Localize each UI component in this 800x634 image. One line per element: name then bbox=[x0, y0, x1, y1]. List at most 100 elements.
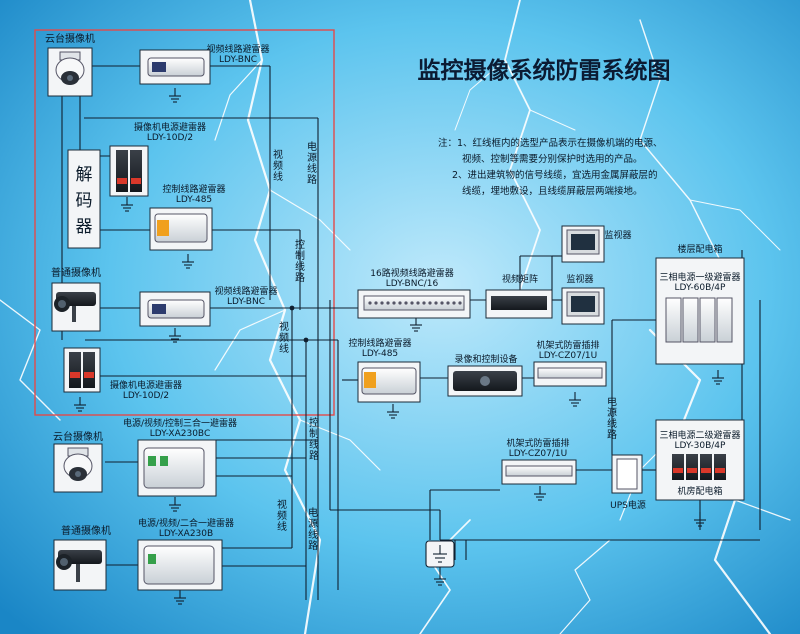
decoder-char-2: 码 bbox=[76, 191, 93, 211]
wire-label-video-2: 视频线 bbox=[279, 320, 289, 355]
power-arrester-2-name: 三相电源二级避雷器 bbox=[659, 429, 740, 441]
ground-icon bbox=[169, 88, 181, 103]
ptz-camera-1: 云台摄像机 bbox=[45, 32, 95, 97]
building-box-label: 楼层配电箱 bbox=[677, 243, 722, 255]
monitor-2-label: 监视器 bbox=[566, 273, 593, 285]
cam-power-arrester-2-model: LDY-10D/2 bbox=[123, 391, 169, 401]
decoder-char-1: 解 bbox=[76, 165, 93, 185]
combo2-arrester-model: LDY-XA230B bbox=[159, 529, 213, 539]
control-arrester-1: 控制线路避雷器 LDY-485 bbox=[149, 183, 226, 251]
wire-label-video-3: 视频线 bbox=[277, 498, 287, 533]
ground-icon bbox=[534, 486, 546, 501]
note-line-2: 视频、控制等需要分别保护时选用的产品。 bbox=[462, 153, 643, 165]
ground-icon bbox=[169, 497, 181, 512]
note-line-4: 线缆，埋地敷设，且线缆屏蔽层两端接地。 bbox=[462, 185, 643, 197]
control-arrester-1-model: LDY-485 bbox=[176, 195, 212, 205]
power-arrester-1 bbox=[665, 297, 733, 343]
ground-icon bbox=[169, 328, 181, 343]
video16-arrester-model: LDY-BNC/16 bbox=[386, 279, 439, 289]
wires bbox=[61, 65, 761, 600]
video-arrester-1: 视频线路避雷器 LDY-BNC bbox=[139, 43, 270, 85]
ptz-dome-camera-icon bbox=[55, 51, 85, 85]
monitor-1-label: 监视器 bbox=[604, 229, 631, 241]
room-box-label: 机房配电箱 bbox=[677, 485, 722, 497]
video16-arrester: 16路视频线路避雷器 LDY-BNC/16 bbox=[357, 267, 471, 319]
control-arrester-2-name: 控制线路避雷器 bbox=[348, 337, 411, 349]
wire-label-power-2: 电源线路 bbox=[308, 506, 318, 552]
building-box: 楼层配电箱 三相电源一级避雷器 LDY-60B/4P bbox=[655, 243, 745, 365]
ground-symbols bbox=[74, 88, 724, 605]
room-box: 三相电源二级避雷器 LDY-30B/4P 机房配电箱 bbox=[655, 419, 745, 501]
rack-strip-2: 机架式防雷插排 LDY-CZ07/1U bbox=[501, 437, 577, 485]
ptz-camera-2: 云台摄像机 bbox=[53, 430, 103, 493]
video-arrester-1-model: LDY-BNC bbox=[219, 55, 257, 65]
bullet-camera-icon bbox=[54, 292, 96, 322]
cam-power-arrester-1-name: 摄像机电源避雷器 bbox=[134, 121, 206, 133]
diagram-title: 监控摄像系统防雷系统图 bbox=[418, 57, 671, 84]
rack-strip-1: 机架式防雷插排 LDY-CZ07/1U bbox=[533, 339, 607, 387]
cam-power-arrester-1: 摄像机电源避雷器 LDY-10D/2 bbox=[109, 121, 206, 197]
wire-label-video-1: 视频线 bbox=[273, 148, 283, 183]
decoder: 解 码 器 bbox=[67, 149, 101, 249]
main-ground-terminal bbox=[425, 540, 455, 586]
ground-icon bbox=[121, 197, 133, 212]
power-arrester-1-name: 三相电源一级避雷器 bbox=[659, 271, 740, 283]
control-arrester-2-model: LDY-485 bbox=[362, 349, 398, 359]
wire-label-control-1: 控制线路 bbox=[295, 238, 305, 284]
ground-icon bbox=[387, 404, 399, 419]
video-arrester-2: 视频线路避雷器 LDY-BNC bbox=[139, 285, 278, 327]
video16-arrester-name: 16路视频线路避雷器 bbox=[370, 267, 453, 279]
ups-label: UPS电源 bbox=[610, 499, 646, 511]
video-matrix: 视频矩阵 bbox=[485, 273, 553, 319]
power-arrester-1-model: LDY-60B/4P bbox=[675, 283, 727, 293]
decoder-char-3: 器 bbox=[76, 217, 93, 237]
ground-icon bbox=[712, 370, 724, 385]
ground-icon bbox=[694, 512, 706, 527]
rack-strip-1-model: LDY-CZ07/1U bbox=[539, 351, 597, 361]
control-arrester-2: 控制线路避雷器 LDY-485 bbox=[348, 337, 421, 403]
ptz-dome-camera-icon bbox=[63, 447, 93, 481]
note-line-3: 2、进出建筑物的信号线缆，宜选用金属屏蔽层的 bbox=[452, 169, 658, 181]
normal-camera-2-label: 普通摄像机 bbox=[61, 524, 111, 537]
cam-power-arrester-1-model: LDY-10D/2 bbox=[147, 133, 193, 143]
monitor-1: 监视器 bbox=[561, 225, 632, 263]
bullet-camera-icon bbox=[56, 550, 102, 582]
video-arrester-1-name: 视频线路避雷器 bbox=[206, 43, 269, 55]
cam-power-arrester-2: 摄像机电源避雷器 LDY-10D/2 bbox=[63, 347, 182, 401]
control-arrester-1-name: 控制线路避雷器 bbox=[162, 183, 225, 195]
rack-strip-1-name: 机架式防雷插排 bbox=[536, 339, 599, 351]
video-arrester-2-name: 视频线路避雷器 bbox=[214, 285, 277, 297]
power-arrester-2-model: LDY-30B/4P bbox=[675, 441, 727, 451]
ptz-camera-2-label: 云台摄像机 bbox=[53, 430, 103, 443]
recorder-label: 录像和控制设备 bbox=[454, 353, 517, 365]
wire-label-power-3: 电源线路 bbox=[607, 395, 617, 441]
combo3-arrester-name: 电源/视频/控制三合一避雷器 bbox=[123, 417, 237, 429]
ground-icon bbox=[174, 590, 186, 605]
combo3-arrester-model: LDY-XA230BC bbox=[150, 429, 210, 439]
video-matrix-label: 视频矩阵 bbox=[502, 273, 538, 285]
wire-label-control-2: 控制线路 bbox=[309, 416, 319, 462]
normal-camera-2: 普通摄像机 bbox=[53, 524, 111, 591]
video-arrester-2-model: LDY-BNC bbox=[227, 297, 265, 307]
ptz-camera-1-label: 云台摄像机 bbox=[45, 32, 95, 45]
note-line-1: 注：1、红线框内的选型产品表示在摄像机端的电源、 bbox=[438, 137, 663, 149]
normal-camera-1: 普通摄像机 bbox=[51, 266, 101, 332]
ground-icon bbox=[182, 254, 194, 269]
combo2-arrester-name: 电源/视频/二合一避雷器 bbox=[138, 517, 234, 529]
combo2-arrester: 电源/视频/二合一避雷器 LDY-XA230B bbox=[137, 517, 234, 591]
rack-strip-2-model: LDY-CZ07/1U bbox=[509, 449, 567, 459]
normal-camera-1-label: 普通摄像机 bbox=[51, 266, 101, 279]
recorder: 录像和控制设备 bbox=[447, 353, 523, 397]
monitor-2: 监视器 bbox=[561, 273, 605, 325]
ups: UPS电源 bbox=[610, 454, 646, 511]
red-selection-frame bbox=[34, 29, 335, 416]
power-arrester-2 bbox=[672, 454, 726, 480]
combo3-arrester: 电源/视频/控制三合一避雷器 LDY-XA230BC bbox=[123, 417, 237, 497]
ground-icon bbox=[74, 397, 86, 412]
rack-strip-2-name: 机架式防雷插排 bbox=[506, 437, 569, 449]
wire-label-power-1: 电源线路 bbox=[307, 140, 317, 186]
ground-icon bbox=[569, 392, 581, 407]
